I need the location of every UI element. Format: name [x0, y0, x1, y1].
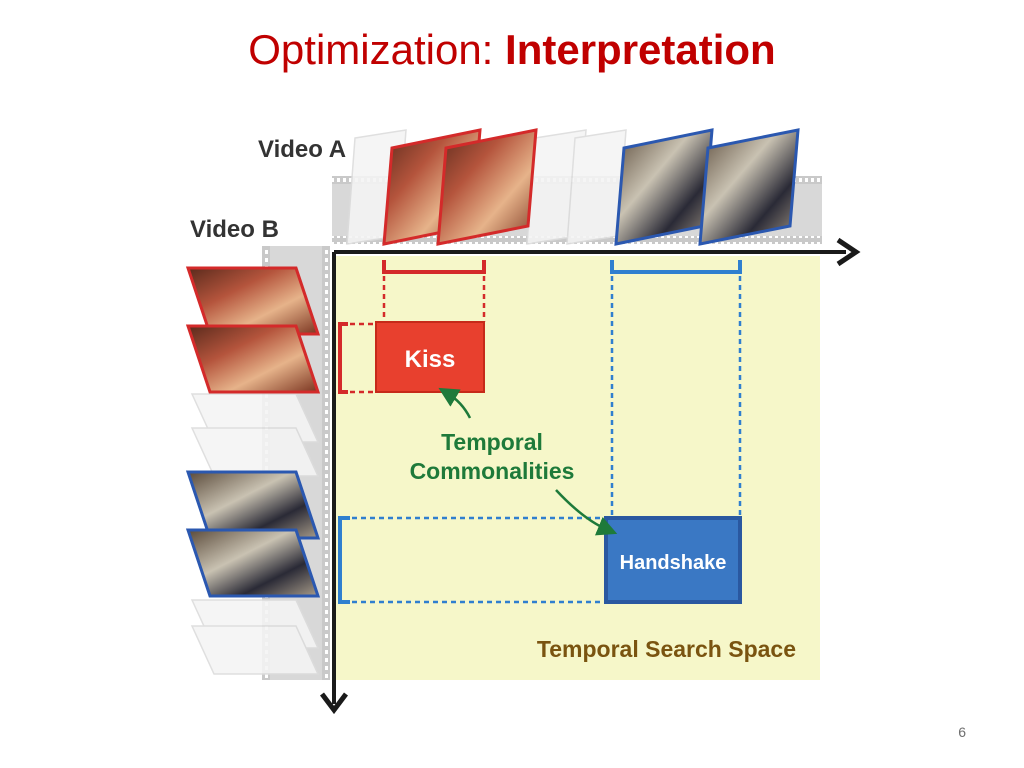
page-number: 6	[958, 724, 966, 740]
commonalities-arrow-to-kiss	[438, 387, 472, 419]
handshake-label: Handshake	[620, 552, 727, 574]
video-b-handshake-frames	[185, 470, 321, 598]
kiss-label: Kiss	[405, 346, 456, 373]
title-emphasis: Interpretation	[505, 26, 776, 73]
video-b-kiss-frames	[185, 266, 321, 394]
time-axes	[320, 237, 861, 715]
kiss-guides	[338, 260, 486, 394]
commonalities-arrow-to-handshake	[555, 489, 618, 536]
handshake-guides	[338, 260, 742, 604]
handshake-box	[604, 516, 742, 604]
title-prefix: Optimization:	[248, 26, 506, 73]
slide-title: Optimization: Interpretation	[0, 26, 1024, 74]
video-a-kiss-frames	[382, 128, 538, 246]
commonalities-label-line1: Temporal	[441, 429, 543, 455]
video-a-filmstrip	[332, 128, 822, 246]
search-space-label: Temporal Search Space	[537, 636, 796, 662]
video-b-filmstrip	[185, 246, 330, 680]
video-b-label: Video B	[190, 216, 279, 243]
search-space-area	[334, 256, 820, 680]
commonalities-label-line2: Commonalities	[410, 458, 575, 484]
video-a-handshake-frames	[614, 128, 800, 246]
video-a-label: Video A	[258, 136, 346, 163]
kiss-box	[375, 321, 485, 393]
